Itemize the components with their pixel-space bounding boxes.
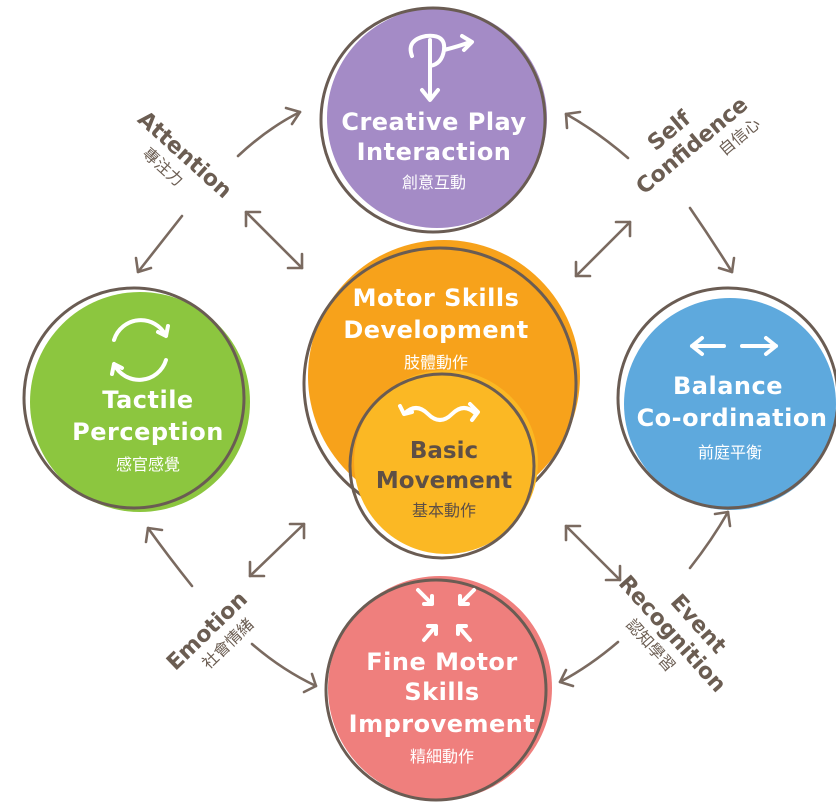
- creative-subtitle: 創意互動: [402, 173, 466, 192]
- left-right-arrows-icon: [690, 336, 778, 356]
- balance-subtitle: 前庭平衡: [698, 443, 762, 462]
- basic-subtitle: 基本動作: [412, 501, 476, 520]
- arrow-emotion-to-fine: [250, 642, 318, 688]
- balance-title-line2: Co-ordination: [637, 404, 828, 432]
- attention-label: Attention 專注力: [132, 107, 236, 204]
- creative-play-circle: Creative Play Interaction 創意互動: [319, 6, 547, 234]
- motor-title-line2: Development: [343, 316, 528, 344]
- arrow-confidence-to-balance: [688, 206, 734, 274]
- basic-title-line2: Movement: [376, 468, 512, 494]
- arrow-attention-to-tactile: [136, 214, 184, 274]
- tactile-subtitle: 感官感覺: [116, 455, 180, 474]
- arrow-confidence-center: [574, 220, 632, 278]
- arrow-attention-center: [244, 210, 304, 270]
- creative-title-line2: Interaction: [357, 138, 512, 166]
- basic-title-line1: Basic: [410, 438, 478, 464]
- fine-subtitle: 精細動作: [410, 747, 474, 766]
- tactile-title-line2: Perception: [72, 418, 224, 446]
- creative-title-line1: Creative Play: [341, 108, 526, 136]
- motor-title-line1: Motor Skills: [353, 284, 520, 312]
- arrow-attention-to-creative: [236, 110, 302, 158]
- fine-motor-circle: Fine Motor Skills Improvement 精細動作: [324, 576, 552, 802]
- connector-arrows: [134, 106, 736, 694]
- arrow-recognition-to-balance: [688, 510, 730, 570]
- motor-subtitle: 肢體動作: [404, 353, 468, 372]
- emotion-label: Emotion 社會情緒: [162, 587, 257, 676]
- fine-title-line2: Skills: [404, 678, 479, 706]
- balance-title-line1: Balance: [673, 372, 783, 400]
- hand-gesture-icon: [408, 33, 474, 102]
- arrow-recognition-center: [564, 524, 622, 582]
- tactile-perception-circle: Tactile Perception 感官感覺: [22, 286, 250, 512]
- tactile-title-line1: Tactile: [102, 386, 193, 414]
- cycle-arrows-icon: [110, 318, 170, 382]
- arrow-confidence-to-creative: [564, 112, 630, 160]
- fine-title-line3: Improvement: [349, 710, 536, 738]
- wave-arrows-icon: [398, 402, 480, 422]
- confidence-label: Self Confidence 自信心: [632, 92, 764, 200]
- converging-arrows-icon: [416, 588, 476, 642]
- fine-title-line1: Fine Motor: [366, 648, 518, 676]
- basic-movement-circle: Basic Movement 基本動作: [348, 370, 538, 560]
- arrow-emotion-center: [248, 522, 306, 578]
- arrow-recognition-to-fine: [558, 640, 620, 684]
- arrow-emotion-to-tactile: [146, 526, 194, 588]
- balance-coordination-circle: Balance Co-ordination 前庭平衡: [616, 286, 836, 510]
